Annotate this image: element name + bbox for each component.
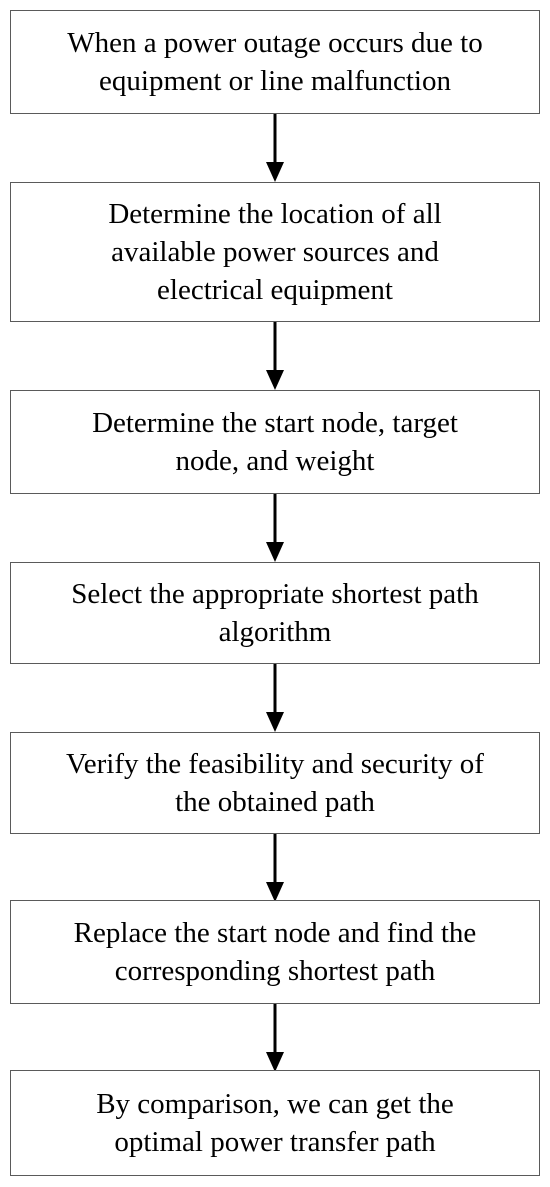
step-box-locate-sources: Determine the location of all available …: [10, 182, 540, 322]
step-text-replace-start-node: Replace the start node and find the corr…: [73, 917, 477, 987]
step-box-compare-optimal: By comparison, we can get the optimal po…: [10, 1070, 540, 1176]
step-text-locate-sources: Determine the location of all available …: [108, 198, 442, 306]
step-text-verify-path: Verify the feasibility and security of t…: [66, 748, 484, 818]
arrow-down-2: [266, 322, 284, 390]
step-box-verify-path: Verify the feasibility and security of t…: [10, 732, 540, 834]
arrow-down-5: [266, 834, 284, 902]
step-text-outage: When a power outage occurs due to equipm…: [67, 27, 483, 97]
arrow-down-6: [266, 1004, 284, 1072]
step-box-outage: When a power outage occurs due to equipm…: [10, 10, 540, 114]
step-text-select-algorithm: Select the appropriate shortest path alg…: [71, 578, 479, 648]
step-box-nodes-weight: Determine the start node, target node, a…: [10, 390, 540, 494]
step-box-select-algorithm: Select the appropriate shortest path alg…: [10, 562, 540, 664]
arrow-down-3: [266, 494, 284, 562]
step-box-replace-start-node: Replace the start node and find the corr…: [10, 900, 540, 1004]
arrow-down-4: [266, 664, 284, 732]
step-text-compare-optimal: By comparison, we can get the optimal po…: [96, 1088, 454, 1158]
step-text-nodes-weight: Determine the start node, target node, a…: [92, 407, 458, 477]
arrow-down-1: [266, 114, 284, 182]
